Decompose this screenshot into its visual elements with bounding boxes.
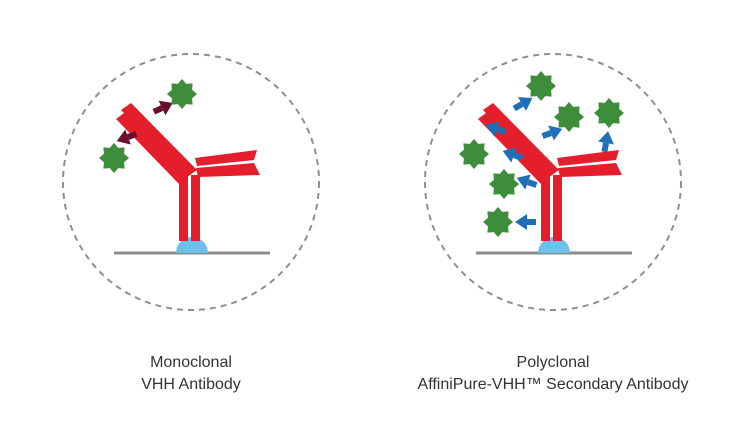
caption-line: VHH Antibody <box>141 376 241 393</box>
panel-boundary-circle <box>62 53 320 311</box>
polyclonal-caption: Polyclonal AffiniPure-VHH™ Secondary Ant… <box>383 352 723 396</box>
panel-boundary-circle <box>424 53 682 311</box>
caption-line: AffiniPure-VHH™ Secondary Antibody <box>417 376 689 393</box>
caption-line: Polyclonal <box>516 354 590 371</box>
polyclonal-panel <box>424 53 682 311</box>
antibody <box>116 103 260 241</box>
caption-line: Monoclonal <box>150 354 232 371</box>
monoclonal-panel <box>62 53 320 311</box>
monoclonal-caption: Monoclonal VHH Antibody <box>86 352 296 396</box>
